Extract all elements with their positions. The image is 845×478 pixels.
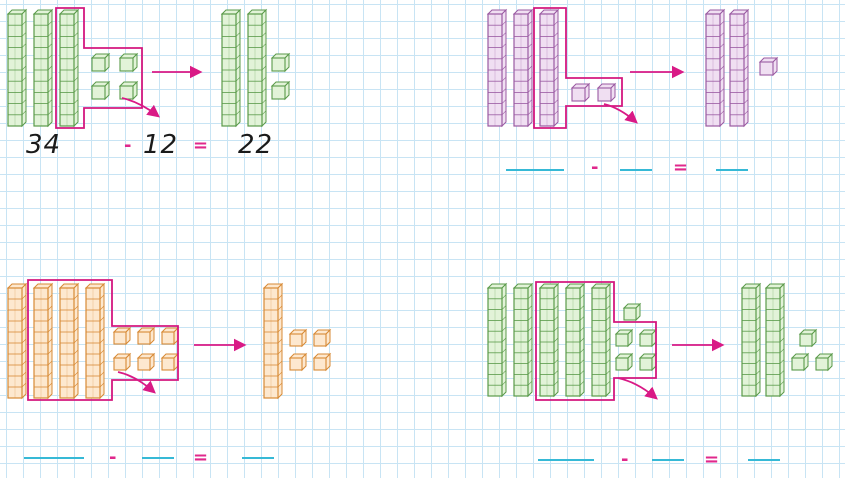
p3-ten-rod: [34, 284, 52, 398]
p4-result-unit-cube: [800, 330, 816, 346]
p1-ten-rod: [8, 10, 26, 126]
p4-unit-cube: [640, 330, 656, 346]
p4-result-ten-rod: [742, 284, 760, 396]
p4-ten-rod: [514, 284, 532, 396]
p1-result-ten-rod: [222, 10, 240, 126]
p3-equals-sign: =: [193, 447, 208, 468]
p3-minus-sign: -: [109, 447, 116, 468]
p4-unit-cube: [616, 330, 632, 346]
p4-unit-cube: [640, 354, 656, 370]
p2-unit-cube: [598, 84, 615, 101]
p3-ten-rod: [60, 284, 78, 398]
p4-ten-rod: [488, 284, 506, 396]
p2-ten-rod: [540, 10, 558, 126]
p1-subtrahend: 12: [143, 130, 178, 160]
p3-unit-cube: [162, 354, 178, 370]
p1-result-unit-cube: [272, 54, 289, 71]
p3-unit-cube: [114, 354, 130, 370]
p4-ten-rod: [566, 284, 584, 396]
p1-difference: 22: [238, 130, 273, 160]
p1-minus-sign: -: [124, 135, 131, 156]
p4-result-unit-cube: [792, 354, 808, 370]
p2-equals-sign: =: [673, 157, 688, 178]
p1-take-away-arrow: [122, 98, 158, 116]
p1-ten-rod: [60, 10, 78, 126]
p3-take-away-arrow: [118, 372, 154, 392]
p2-result-unit-cube: [760, 58, 777, 75]
p3-ten-rod: [86, 284, 104, 398]
p1-unit-cube: [92, 82, 109, 99]
p2-unit-cube: [572, 84, 589, 101]
p3-unit-cube: [138, 354, 154, 370]
p4-equals-sign: =: [704, 449, 719, 470]
p4-ten-rod: [540, 284, 558, 396]
p3-result-unit-cube: [290, 354, 306, 370]
p3-unit-cube: [138, 328, 154, 344]
p1-unit-cube: [120, 82, 137, 99]
p4-ten-rod: [592, 284, 610, 396]
p3-unit-cube: [114, 328, 130, 344]
p2-result-ten-rod: [706, 10, 724, 126]
p1-minuend: 34: [26, 130, 61, 160]
p2-result-ten-rod: [730, 10, 748, 126]
p3-result-unit-cube: [314, 354, 330, 370]
p2-ten-rod: [488, 10, 506, 126]
p3-result-ten-rod: [264, 284, 282, 398]
p1-unit-cube: [120, 54, 137, 71]
p3-result-unit-cube: [314, 330, 330, 346]
p4-result-unit-cube: [816, 354, 832, 370]
p2-ten-rod: [514, 10, 532, 126]
p4-result-ten-rod: [766, 284, 784, 396]
p1-result-unit-cube: [272, 82, 289, 99]
p1-ten-rod: [34, 10, 52, 126]
p3-result-unit-cube: [290, 330, 306, 346]
p1-unit-cube: [92, 54, 109, 71]
p1-result-ten-rod: [248, 10, 266, 126]
p4-take-away-arrow: [618, 378, 656, 398]
p3-ten-rod: [8, 284, 26, 398]
p4-unit-cube: [616, 354, 632, 370]
p2-minus-sign: -: [591, 157, 598, 178]
p1-equals-sign: =: [193, 135, 208, 156]
p3-unit-cube: [162, 328, 178, 344]
p4-minus-sign: -: [621, 449, 628, 470]
p4-unit-cube: [624, 304, 640, 320]
